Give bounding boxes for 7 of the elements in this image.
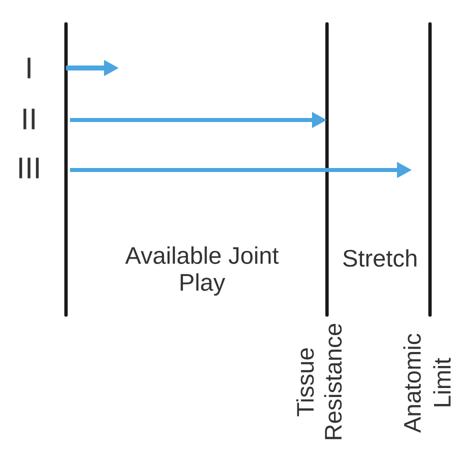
grade-label: I: [28, 58, 30, 78]
grade-label: III: [19, 158, 39, 178]
boundary-label: Anatomic Limit: [403, 334, 451, 433]
region-label: Available Joint Play: [125, 246, 279, 296]
region-label: Stretch: [343, 249, 416, 267]
grade-label: II: [23, 108, 35, 130]
boundary-label: Tissue Resistance: [296, 324, 342, 440]
